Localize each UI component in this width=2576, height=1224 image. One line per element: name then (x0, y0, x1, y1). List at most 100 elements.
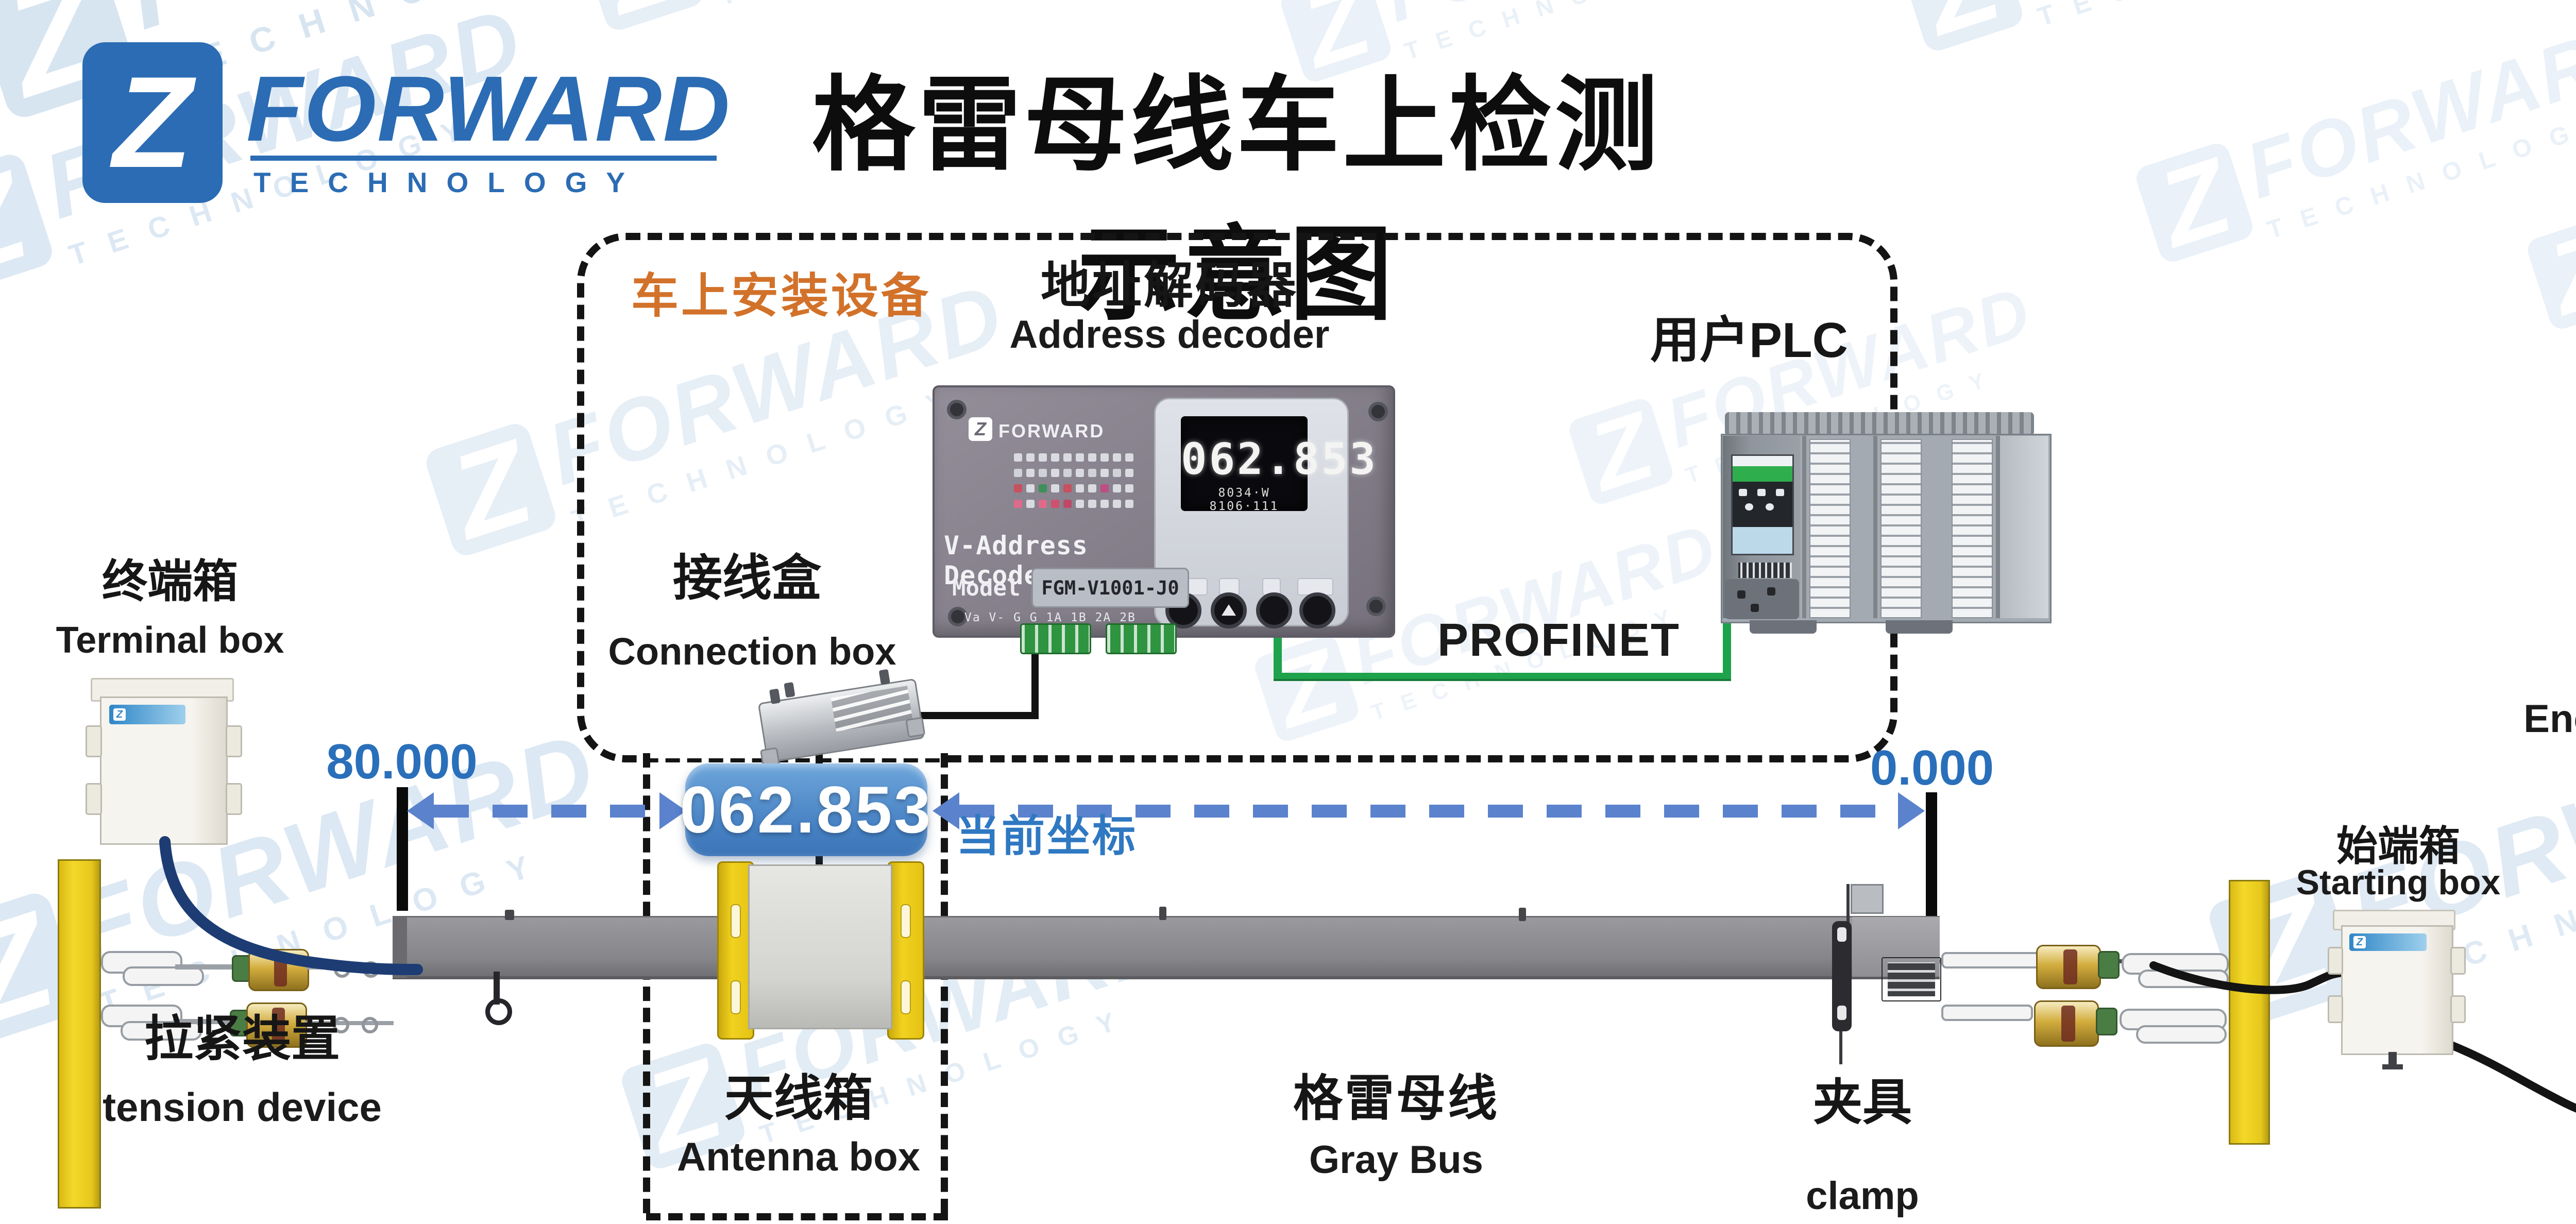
led-indicator-icon (1125, 484, 1133, 492)
led-indicator-icon (1051, 469, 1059, 477)
arrowhead-left-icon (407, 792, 434, 829)
tension-rod (173, 1019, 250, 1024)
address-decoder-label-zh: 地址解码器 (1041, 258, 1298, 313)
plc-module-separator (1873, 436, 1877, 618)
decoder-connectionbox-cable-vertical (1031, 633, 1039, 719)
terminal-box-tab (226, 783, 242, 815)
led-indicator-icon (1063, 500, 1072, 508)
turnbuckle-band (2063, 949, 2077, 984)
bus-bolt-icon (1159, 907, 1166, 920)
right-yellow-post (2229, 880, 2270, 1145)
clamp-label-en: clamp (1806, 1174, 1919, 1218)
tension-rod (305, 1021, 394, 1025)
plc-module-separator (1802, 436, 1806, 618)
plc-foot (1750, 620, 1817, 634)
tension-flat (2136, 1025, 2227, 1044)
arrowhead-right-icon (1898, 792, 1925, 829)
user-plc-label: 用户PLC (1650, 313, 1848, 368)
plc-key-icon (1757, 489, 1766, 496)
led-indicator-icon (1063, 469, 1072, 477)
turnbuckle (2034, 1000, 2099, 1047)
onboard-equipment-label: 车上安装设备 (631, 270, 931, 322)
sticker-z-icon: Z (113, 708, 126, 721)
led-indicator-icon (1113, 469, 1121, 477)
plc-screen (1731, 454, 1794, 555)
led-indicator-icon (1026, 484, 1035, 492)
tension-device-label-zh: 拉紧装置 (144, 1012, 340, 1066)
decoder-screw-icon (947, 400, 967, 419)
led-indicator-icon (1113, 453, 1121, 462)
terminal-box-cable (159, 836, 423, 975)
starting-box-tab (2450, 995, 2466, 1023)
current-position-box: 062.853 (680, 763, 930, 856)
led-indicator-icon (1014, 484, 1022, 492)
plc-top-vents (1725, 412, 2034, 436)
bracket-slot (901, 980, 911, 1014)
decoder-terminal-block (1020, 623, 1091, 654)
bus-hanger-ring-icon (485, 998, 512, 1025)
decoder-terminal-block (1106, 623, 1177, 654)
profinet-cable-down (1274, 632, 1282, 681)
brand-underline (250, 156, 717, 161)
profinet-cable-horizontal (1274, 673, 1731, 681)
plc-screen-header (1733, 456, 1792, 466)
decoder-connectionbox-cable-horizontal (916, 712, 1039, 719)
position-tick-80 (397, 787, 408, 911)
plc-side-panel (2000, 436, 2048, 618)
decoder-display-status: 8034·W 8106·111 (1209, 486, 1279, 513)
decoder-button[interactable] (1299, 592, 1335, 628)
led-indicator-icon (1039, 469, 1047, 477)
led-indicator-icon (1014, 469, 1022, 477)
led-indicator-icon (1088, 500, 1096, 508)
profinet-label: PROFINET (1437, 615, 1681, 666)
tension-green-fitting (2098, 951, 2120, 979)
tension-device-label-en: tension device (103, 1084, 382, 1130)
arrowhead-right-icon (659, 792, 686, 829)
decoder-model-badge: FGM-V1001-J0 (1031, 568, 1189, 608)
plc-terminal-strip (1952, 439, 1993, 618)
starting-box-tab (2328, 947, 2343, 975)
led-indicator-icon (1100, 469, 1109, 477)
antenna-pocket-left-border (643, 753, 657, 1213)
plc-socket-hole (1737, 590, 1745, 599)
bracket-slot (731, 904, 741, 938)
led-indicator-icon (1125, 469, 1133, 477)
tension-ring-icon (362, 1017, 378, 1033)
gray-bus-bar (393, 916, 1940, 979)
up-arrow-icon (1222, 604, 1236, 616)
turnbuckle-band (272, 1007, 285, 1043)
led-indicator-icon (1026, 469, 1035, 477)
starting-box-tab (2328, 995, 2343, 1023)
decoder-button[interactable] (1256, 592, 1292, 628)
led-indicator-icon (1039, 453, 1047, 462)
starting-box-sticker: Z (2349, 933, 2427, 951)
plc-terminal-strip (1809, 439, 1851, 618)
bus-hanger-icon (494, 972, 500, 1005)
terminal-box-tab (86, 783, 102, 815)
bus-bolt-icon (1519, 908, 1526, 921)
brand-logo-icon: Z (82, 42, 223, 203)
turnbuckle (2036, 945, 2101, 989)
antenna-bracket-right (887, 861, 924, 1040)
led-indicator-icon (1063, 484, 1072, 492)
decoder-model-label: Model (952, 575, 1021, 601)
terminal-box-tab (86, 725, 102, 757)
decoder-up-button[interactable] (1211, 592, 1247, 628)
bracket-slot (731, 980, 741, 1014)
plc-screen-statusbar (1733, 466, 1792, 482)
gray-bus-label-zh: 格雷母线 (1293, 1071, 1499, 1126)
encoding-cabinet-label-en: Encoding cabinet (2523, 697, 2576, 741)
starting-box-drain-bar (2382, 1064, 2403, 1069)
starting-box-drain (2388, 1052, 2397, 1067)
antenna-pocket-right-border (941, 753, 955, 1213)
turnbuckle (246, 1002, 307, 1048)
plc-terminal-strip (1880, 439, 1922, 618)
plc-key-icon (1766, 503, 1774, 511)
terminal-box-label-zh: 终端箱 (101, 556, 238, 607)
antenna-pocket-bottom-border (646, 1206, 948, 1220)
bus-bolt-icon (505, 910, 514, 920)
decoder-screw-icon (1368, 402, 1388, 421)
decoder-terminal-row: Va V- G G 1A 1B 2A 2B (964, 611, 1136, 624)
led-indicator-icon (1014, 453, 1022, 462)
